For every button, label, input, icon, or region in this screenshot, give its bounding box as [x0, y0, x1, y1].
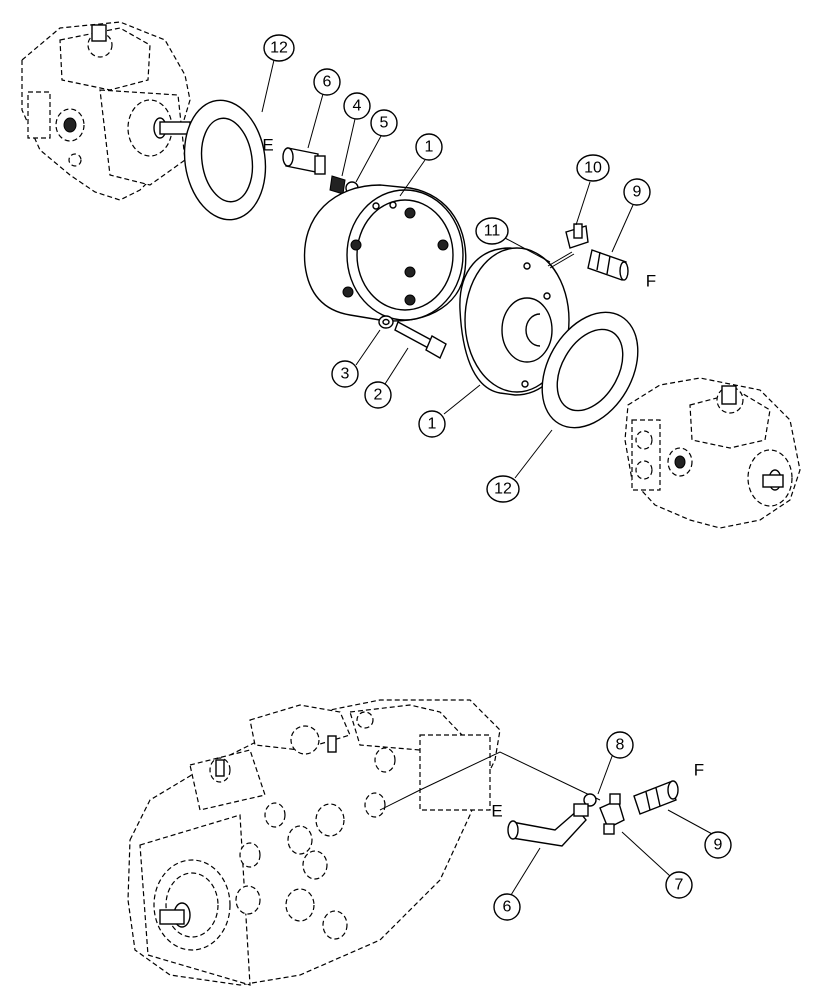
label-f-bottom: F — [694, 761, 704, 780]
fitting-9-bottom — [633, 780, 679, 815]
callout-6-top: 6 — [313, 68, 341, 96]
callout-12-right: 12 — [486, 475, 520, 503]
label-f-top: F — [646, 272, 656, 291]
svg-text:6: 6 — [323, 74, 332, 91]
svg-text:12: 12 — [494, 481, 512, 498]
callout-1-top: 1 — [415, 133, 443, 161]
bolt-2 — [394, 321, 447, 359]
svg-text:10: 10 — [584, 160, 602, 177]
svg-text:3: 3 — [341, 366, 350, 383]
callout-3: 3 — [331, 360, 359, 388]
callout-2: 2 — [364, 381, 392, 409]
label-e-top: E — [262, 136, 273, 155]
pump-top-left — [21, 21, 191, 201]
svg-text:7: 7 — [675, 877, 684, 894]
spring-11 — [547, 251, 575, 269]
svg-text:1: 1 — [428, 416, 437, 433]
fitting-10 — [565, 223, 589, 249]
plug-4 — [329, 175, 346, 195]
svg-text:8: 8 — [616, 737, 625, 754]
svg-text:12: 12 — [270, 40, 288, 57]
gasket-12-right — [541, 311, 639, 429]
tube-line — [379, 751, 601, 811]
pump-right — [624, 377, 801, 529]
fitting-7 — [599, 793, 625, 835]
label-e-bottom: E — [491, 802, 502, 821]
gasket-12-top — [183, 99, 267, 221]
callout-6-bottom: 6 — [493, 893, 521, 921]
tandem-pump-bottom — [127, 699, 501, 986]
fitting-6-top — [282, 147, 326, 175]
callout-8: 8 — [606, 731, 634, 759]
leader-lines — [261, 59, 715, 896]
svg-text:9: 9 — [714, 837, 723, 854]
charge-pump-housing — [303, 184, 467, 322]
callout-9-bottom: 9 — [704, 831, 732, 859]
svg-text:6: 6 — [503, 899, 512, 916]
callout-12-top: 12 — [263, 34, 295, 62]
callout-5: 5 — [370, 109, 398, 137]
svg-text:1: 1 — [425, 139, 434, 156]
svg-text:2: 2 — [374, 387, 383, 404]
o-ring-8 — [583, 793, 597, 807]
svg-text:9: 9 — [633, 184, 642, 201]
svg-text:11: 11 — [484, 223, 501, 240]
fitting-9-top — [587, 249, 629, 281]
svg-text:4: 4 — [353, 98, 362, 115]
callout-9-top: 9 — [623, 178, 651, 206]
washer-3 — [378, 315, 394, 329]
callout-11: 11 — [475, 217, 509, 245]
callout-4: 4 — [343, 92, 371, 120]
callout-7: 7 — [665, 871, 693, 899]
callout-10: 10 — [576, 154, 610, 182]
svg-text:5: 5 — [380, 115, 389, 132]
fitting-6-bottom — [507, 803, 589, 847]
pump-body — [459, 247, 570, 396]
callout-1-bottom: 1 — [418, 410, 446, 438]
